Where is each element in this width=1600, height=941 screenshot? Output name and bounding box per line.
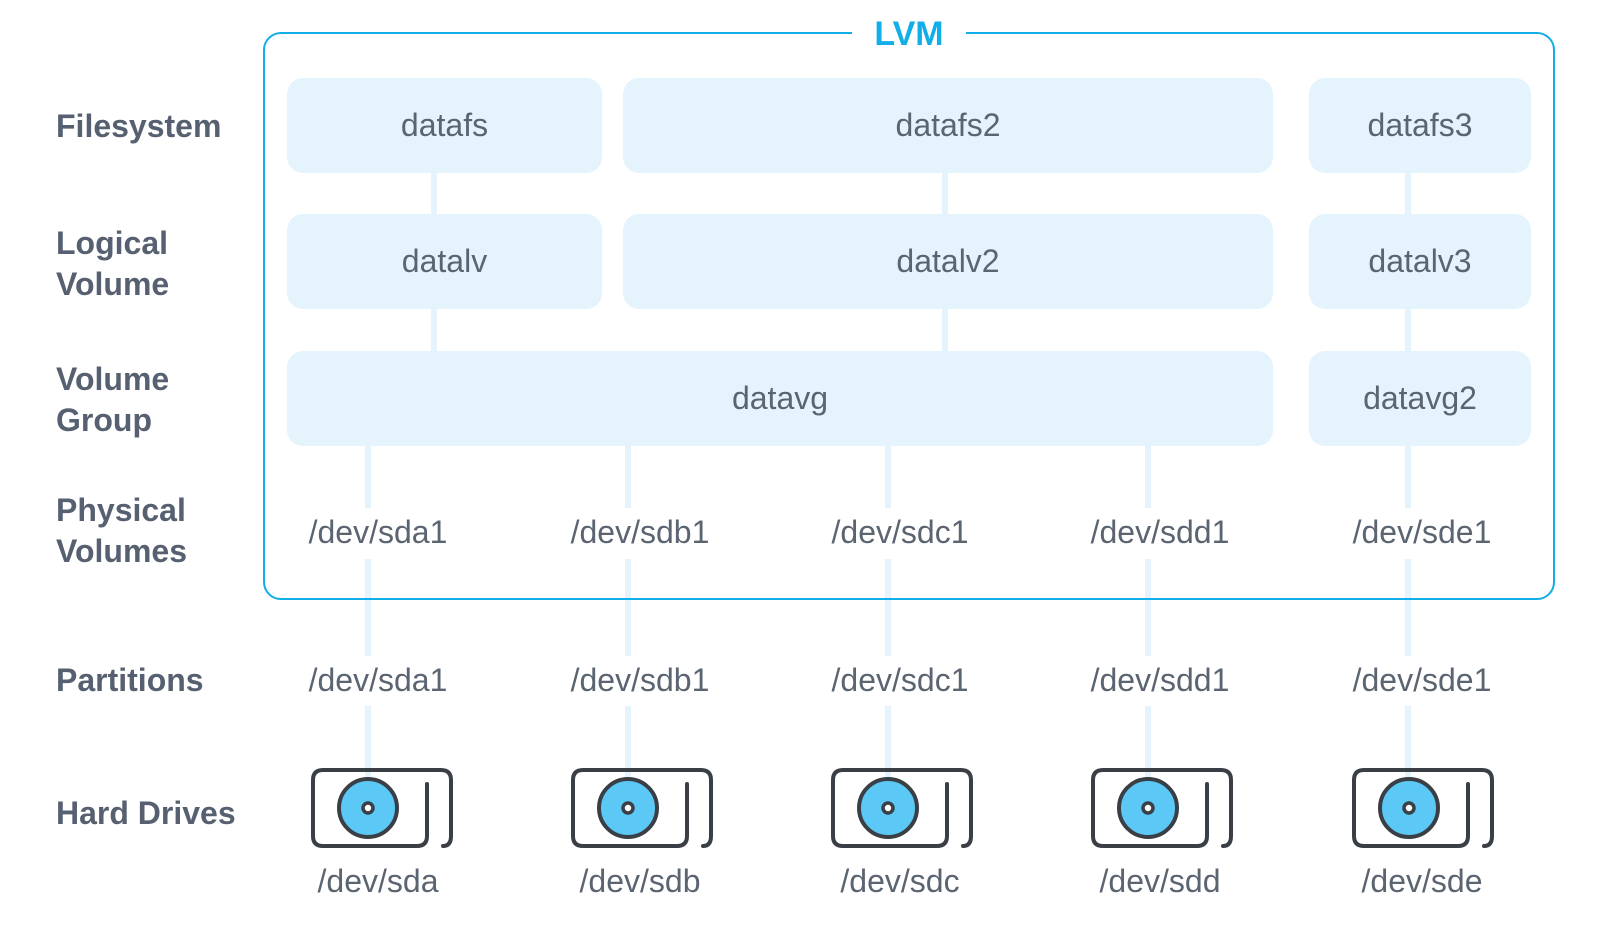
- filesystem-node: datafs3: [1309, 78, 1531, 173]
- hard-drive-label: /dev/sdd: [1099, 863, 1221, 899]
- volume-group-node: datavg: [287, 351, 1273, 446]
- connector: [885, 559, 891, 656]
- connector: [1405, 706, 1411, 778]
- physical-volume-label: /dev/sde1: [1352, 514, 1492, 550]
- volume-group-node: datavg2: [1309, 351, 1531, 446]
- physical-volume-label: /dev/sdc1: [831, 514, 969, 550]
- connector: [625, 440, 631, 508]
- node-label: datafs2: [895, 107, 1001, 143]
- connector: [942, 305, 948, 355]
- partition-label: /dev/sdc1: [831, 662, 969, 698]
- row-label-line: Volume: [56, 266, 170, 302]
- connector: [1405, 559, 1411, 656]
- connector: [431, 305, 437, 355]
- connector: [431, 170, 437, 218]
- filesystem-node: datafs: [287, 78, 602, 173]
- hard-drive-label: /dev/sdb: [579, 863, 701, 899]
- physical-volume-label: /dev/sdb1: [570, 514, 710, 550]
- row-label-partitions: Partitions: [56, 662, 204, 698]
- connector: [942, 170, 948, 218]
- hard-drive-icon: [1352, 768, 1494, 848]
- connector: [1405, 170, 1411, 218]
- node-label: datavg: [731, 380, 829, 416]
- logical-volume-node: datalv3: [1309, 214, 1531, 309]
- partition-label: /dev/sde1: [1352, 662, 1492, 698]
- hard-drive-label: /dev/sde: [1361, 863, 1483, 899]
- connector: [365, 559, 371, 656]
- partition-label: /dev/sdb1: [570, 662, 710, 698]
- node-label: datalv2: [896, 243, 1000, 279]
- filesystem-node: datafs2: [623, 78, 1273, 173]
- hard-drive-icon: [571, 768, 713, 848]
- row-label-hard-drives: Hard Drives: [56, 795, 236, 831]
- connector: [1145, 559, 1151, 656]
- node-label: datafs: [400, 107, 489, 143]
- lvm-title: LVM: [852, 14, 966, 54]
- partition-label: /dev/sda1: [308, 662, 448, 698]
- hard-drive-icon: [311, 768, 453, 848]
- connector: [1405, 440, 1411, 508]
- row-label-line: Volume: [56, 361, 170, 397]
- connector: [1145, 706, 1151, 778]
- connector: [885, 440, 891, 508]
- hard-drive-label: /dev/sda: [317, 863, 439, 899]
- connector: [625, 706, 631, 778]
- connector: [1145, 440, 1151, 508]
- node-label: datalv3: [1368, 243, 1472, 279]
- node-label: datafs3: [1367, 107, 1473, 143]
- row-label-physical-volumes: Physical Volumes: [56, 490, 187, 572]
- hard-drive-icon: [831, 768, 973, 848]
- connector: [625, 559, 631, 656]
- row-label-line: Group: [56, 402, 152, 438]
- node-label: datalv: [401, 243, 488, 279]
- row-label-line: Logical: [56, 225, 169, 261]
- connector: [1405, 305, 1411, 355]
- logical-volume-node: datalv: [287, 214, 602, 309]
- connector: [365, 706, 371, 778]
- row-label-volume-group: Volume Group: [56, 359, 169, 441]
- connector: [365, 440, 371, 508]
- row-label-logical-volume: Logical Volume: [56, 223, 169, 305]
- connector: [885, 706, 891, 778]
- physical-volume-label: /dev/sdd1: [1090, 514, 1230, 550]
- physical-volume-label: /dev/sda1: [308, 514, 448, 550]
- hard-drive-icon: [1091, 768, 1233, 848]
- node-label: datavg2: [1363, 380, 1477, 416]
- row-label-filesystem: Filesystem: [56, 108, 222, 144]
- row-label-line: Volumes: [56, 533, 187, 569]
- hard-drive-label: /dev/sdc: [840, 863, 960, 899]
- partition-label: /dev/sdd1: [1090, 662, 1230, 698]
- row-label-line: Physical: [56, 492, 186, 528]
- logical-volume-node: datalv2: [623, 214, 1273, 309]
